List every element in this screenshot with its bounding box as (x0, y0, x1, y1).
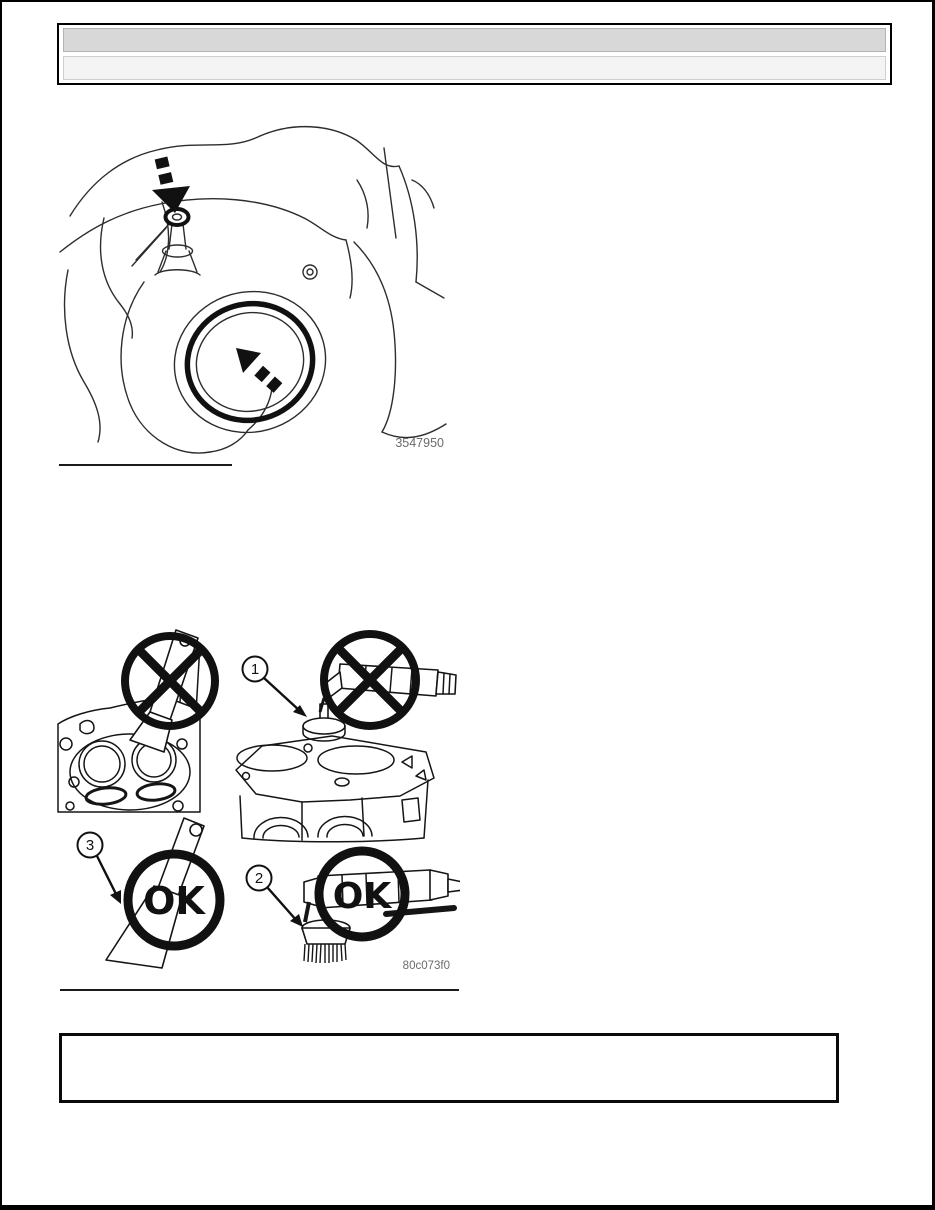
header-subtitle-bar (63, 56, 886, 80)
prohibition-circle-icon (320, 630, 420, 730)
dashed-arrow-down-icon (152, 156, 190, 213)
figure-gasket-cleaning: 1 OK 3 (57, 629, 460, 972)
callout-2-label: 2 (255, 870, 263, 887)
engine-block-art (235, 735, 435, 843)
prohibition-circle-icon (121, 632, 219, 730)
stud-with-oring-seal (131, 207, 201, 276)
ok-circle-right-icon: OK (314, 846, 410, 942)
dashed-arrow-up-left-icon (236, 348, 283, 393)
callout-3: 3 (76, 831, 121, 904)
abrasive-disc-art (302, 703, 346, 742)
figure-throttle-body: 3547950 (59, 125, 447, 454)
header-box (57, 23, 892, 85)
header-title-bar (63, 28, 886, 52)
callout-2: 2 (245, 864, 303, 927)
ok-circle-left-icon: OK (123, 849, 225, 951)
callout-3-label: 3 (86, 837, 94, 854)
brush-bristles (303, 943, 347, 964)
callout-1-label: 1 (251, 661, 259, 678)
figure1-id-label: 3547950 (395, 436, 444, 450)
throttle-bore-seal (173, 290, 327, 434)
figure2-id-label: 80c073f0 (403, 960, 450, 972)
notice-box (59, 1033, 839, 1103)
ok-label-right: OK (333, 876, 393, 917)
figure1-caption-rule (59, 464, 232, 466)
figure2-caption-rule (60, 989, 459, 991)
manifold-line-art (59, 125, 447, 454)
callout-1: 1 (241, 655, 307, 717)
ok-label-left: OK (143, 879, 206, 923)
